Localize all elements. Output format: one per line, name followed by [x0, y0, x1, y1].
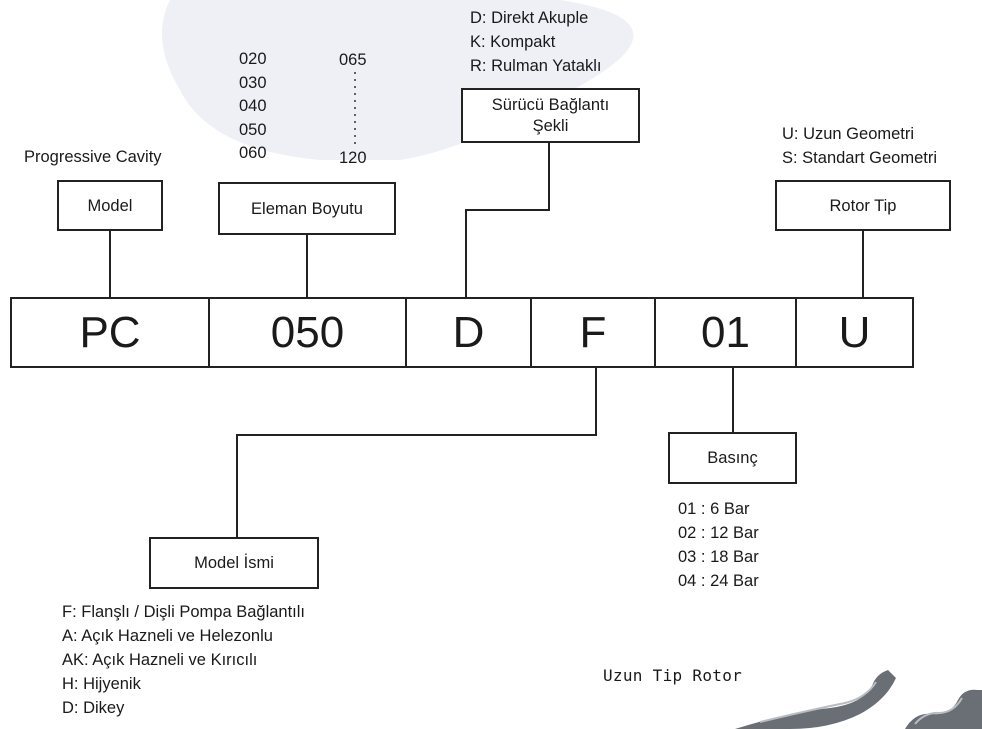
model-name-option: D: Dikey — [62, 699, 125, 717]
drive-option: D: Direkt Akuple — [470, 9, 589, 27]
rotor-options: U: Uzun Geometri S: Standart Geometri — [782, 122, 937, 170]
connector-drive — [465, 143, 550, 297]
element-size-dots — [354, 72, 356, 144]
rotor-illustration — [735, 670, 982, 729]
pressure-options: 01 : 6 Bar 02 : 12 Bar 03 : 18 Bar 04 : … — [678, 497, 759, 593]
connector-model-name — [236, 368, 597, 537]
watermark — [162, 0, 634, 160]
model-name-box: Model İsmi — [149, 537, 319, 589]
drive-label-line1: Sürücü Bağlantı — [491, 95, 610, 114]
code-cell-model-name: F — [532, 299, 656, 366]
model-box: Model — [57, 180, 163, 231]
pressure-option: 02 : 12 Bar — [678, 524, 759, 542]
code-cell-drive: D — [407, 299, 532, 366]
rotor-box: Rotor Tip — [775, 180, 951, 231]
element-size-item: 050 — [239, 120, 267, 139]
rotor-label: Rotor Tip — [829, 196, 897, 215]
model-label: Model — [87, 196, 133, 215]
model-name-option: F: Flanşlı / Dişli Pompa Bağlantılı — [62, 603, 306, 621]
element-size-col2-top: 065 — [339, 51, 367, 69]
pressure-box: Basınç — [668, 432, 797, 484]
code-row: PC 050 D F 01 U — [10, 297, 914, 368]
element-size-box: Eleman Boyutu — [218, 182, 396, 235]
element-size-col2-bottom: 120 — [339, 149, 367, 167]
pressure-option: 04 : 24 Bar — [678, 572, 759, 590]
code-cell-model: PC — [12, 299, 210, 366]
drive-option: R: Rulman Yataklı — [470, 57, 602, 75]
drive-options: D: Direkt Akuple K: Kompakt R: Rulman Ya… — [470, 6, 601, 78]
rotor-option: S: Standart Geometri — [782, 149, 937, 167]
pressure-option: 01 : 6 Bar — [678, 500, 750, 518]
model-name-option: AK: Açık Hazneli ve Kırıcılı — [62, 651, 258, 669]
drive-option: K: Kompakt — [470, 33, 556, 51]
code-cell-rotor: U — [838, 307, 871, 357]
rotor-image-caption: Uzun Tip Rotor — [603, 666, 743, 685]
model-name-options: F: Flanşlı / Dişli Pompa Bağlantılı A: A… — [62, 600, 305, 720]
model-name-label: Model İsmi — [194, 554, 274, 572]
drive-box: Sürücü Bağlantı Şekli — [461, 88, 640, 143]
model-name-option: A: Açık Hazneli ve Helezonlu — [62, 627, 273, 645]
drive-label-line2: Şekli — [532, 116, 569, 135]
element-size-item: 060 — [239, 144, 267, 162]
element-size-item: 020 — [239, 50, 267, 68]
code-cell-element-size: 050 — [210, 299, 407, 366]
model-name-option: H: Hijyenik — [62, 675, 141, 693]
element-size-item: 030 — [239, 73, 267, 92]
element-size-item: 040 — [239, 97, 267, 115]
code-cell-pressure: 01 — [656, 299, 797, 366]
element-size-list-col1: 020 030 040 050 060 — [239, 48, 267, 166]
pressure-option: 03 : 18 Bar — [678, 548, 759, 566]
connector-lines — [109, 143, 864, 537]
model-title: Progressive Cavity — [24, 148, 162, 166]
rotor-option: U: Uzun Geometri — [782, 125, 915, 143]
pressure-label: Basınç — [707, 449, 758, 467]
element-size-label: Eleman Boyutu — [251, 199, 363, 218]
